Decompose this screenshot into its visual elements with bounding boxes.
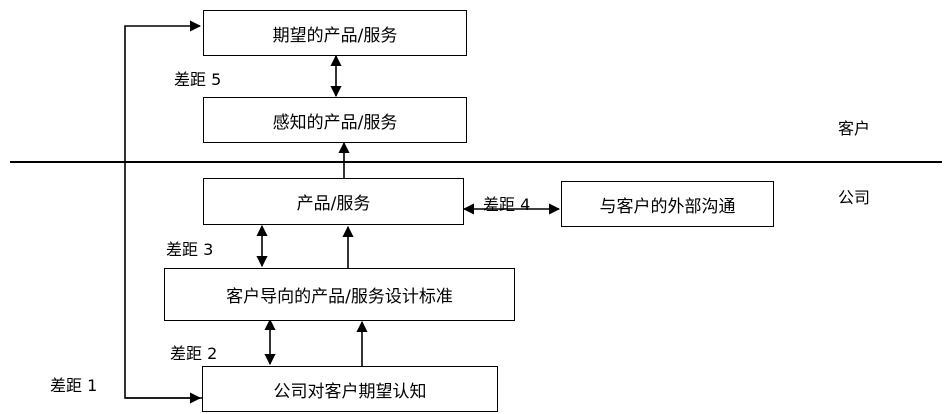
gap4-label: 差距 4 [483, 195, 531, 214]
gap2-label: 差距 2 [170, 344, 218, 363]
external-communication-box: 与客户的外部沟通 [561, 181, 774, 227]
external-communication-label: 与客户的外部沟通 [599, 196, 736, 217]
gap5-label: 差距 5 [174, 70, 222, 89]
product-service-label: 产品/服务 [296, 194, 371, 214]
perceived-product-service-box: 感知的产品/服务 [203, 97, 467, 143]
company-region-label: 公司 [838, 188, 871, 207]
expected-product-service-box: 期望的产品/服务 [203, 10, 467, 56]
customer-region-label: 客户 [838, 119, 871, 138]
gap3-label: 差距 3 [166, 240, 214, 259]
product-service-box: 产品/服务 [203, 178, 464, 225]
company-perception-box: 公司对客户期望认知 [202, 366, 498, 412]
design-standard-box: 客户导向的产品/服务设计标准 [164, 268, 515, 321]
design-standard-label: 客户导向的产品/服务设计标准 [226, 287, 453, 307]
perceived-product-service-label: 感知的产品/服务 [272, 112, 398, 133]
expected-product-service-label: 期望的产品/服务 [272, 25, 398, 46]
company-perception-label: 公司对客户期望认知 [273, 381, 427, 402]
gap1-label: 差距 1 [50, 376, 98, 395]
